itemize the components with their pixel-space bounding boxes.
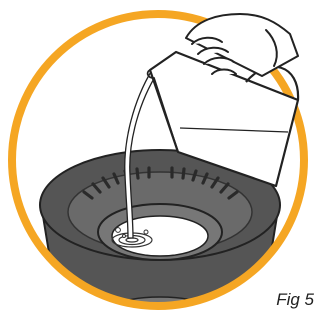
figure-caption: Fig 5: [276, 290, 314, 310]
